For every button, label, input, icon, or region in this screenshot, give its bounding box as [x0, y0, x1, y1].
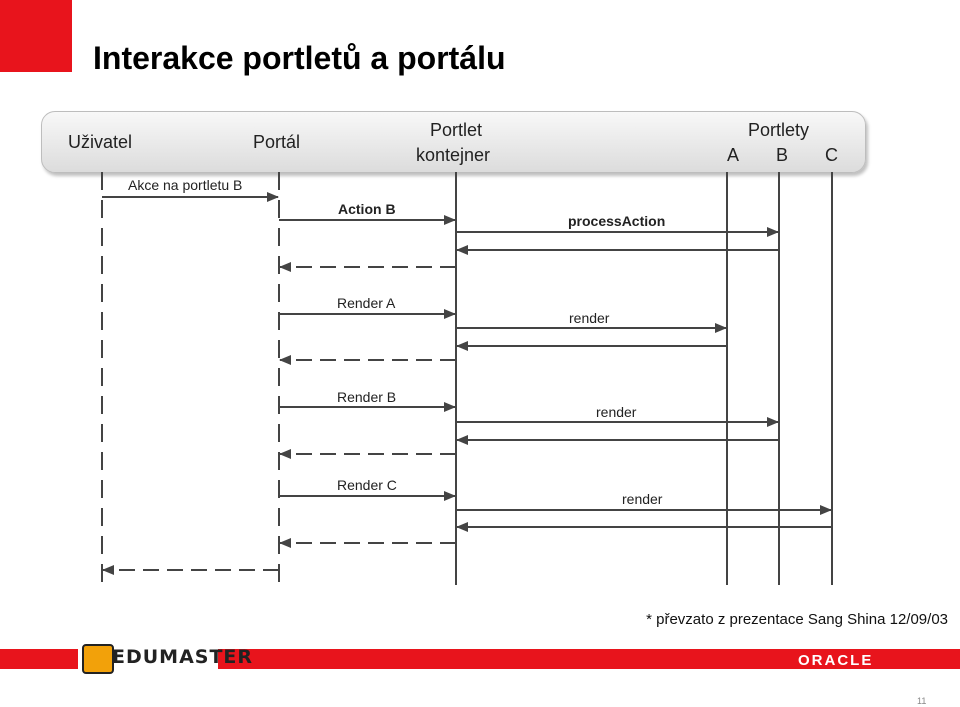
participant-portlet-c: C [825, 145, 838, 165]
message-label-process-action: processAction [568, 213, 666, 229]
page-number: 11 [917, 696, 927, 706]
footer-band [0, 649, 960, 669]
message-label-render-c: Render C [337, 477, 397, 493]
participants-header [41, 111, 866, 173]
participant-portlet-a: A [727, 145, 740, 165]
participant-container-line1: Portlet [430, 120, 483, 140]
message-label-action-b: Action B [338, 201, 396, 217]
message-label-render-a-portlet: render [569, 310, 610, 326]
message-label-render-b-portlet: render [596, 404, 637, 420]
message-label-render-a: Render A [337, 295, 396, 311]
participant-portal: Portál [253, 132, 301, 152]
participant-portlets-group: Portlety [748, 120, 810, 140]
message-label-render-c-portlet: render [622, 491, 663, 507]
participant-container-line2: kontejner [416, 145, 491, 165]
oracle-logo: ORACLE [798, 652, 874, 669]
message-label-akce: Akce na portletu B [128, 177, 243, 193]
participant-portlet-b: B [776, 145, 789, 165]
edumaster-logo-text: EDUMASTER [112, 646, 254, 668]
page-title: Interakce portletů a portálu [93, 40, 506, 76]
corner-accent [0, 0, 72, 72]
message-label-render-b: Render B [337, 389, 397, 405]
participant-user: Uživatel [68, 132, 133, 152]
source-footnote: * převzato z prezentace Sang Shina 12/09… [646, 611, 948, 628]
edumaster-logo-icon [82, 644, 114, 674]
